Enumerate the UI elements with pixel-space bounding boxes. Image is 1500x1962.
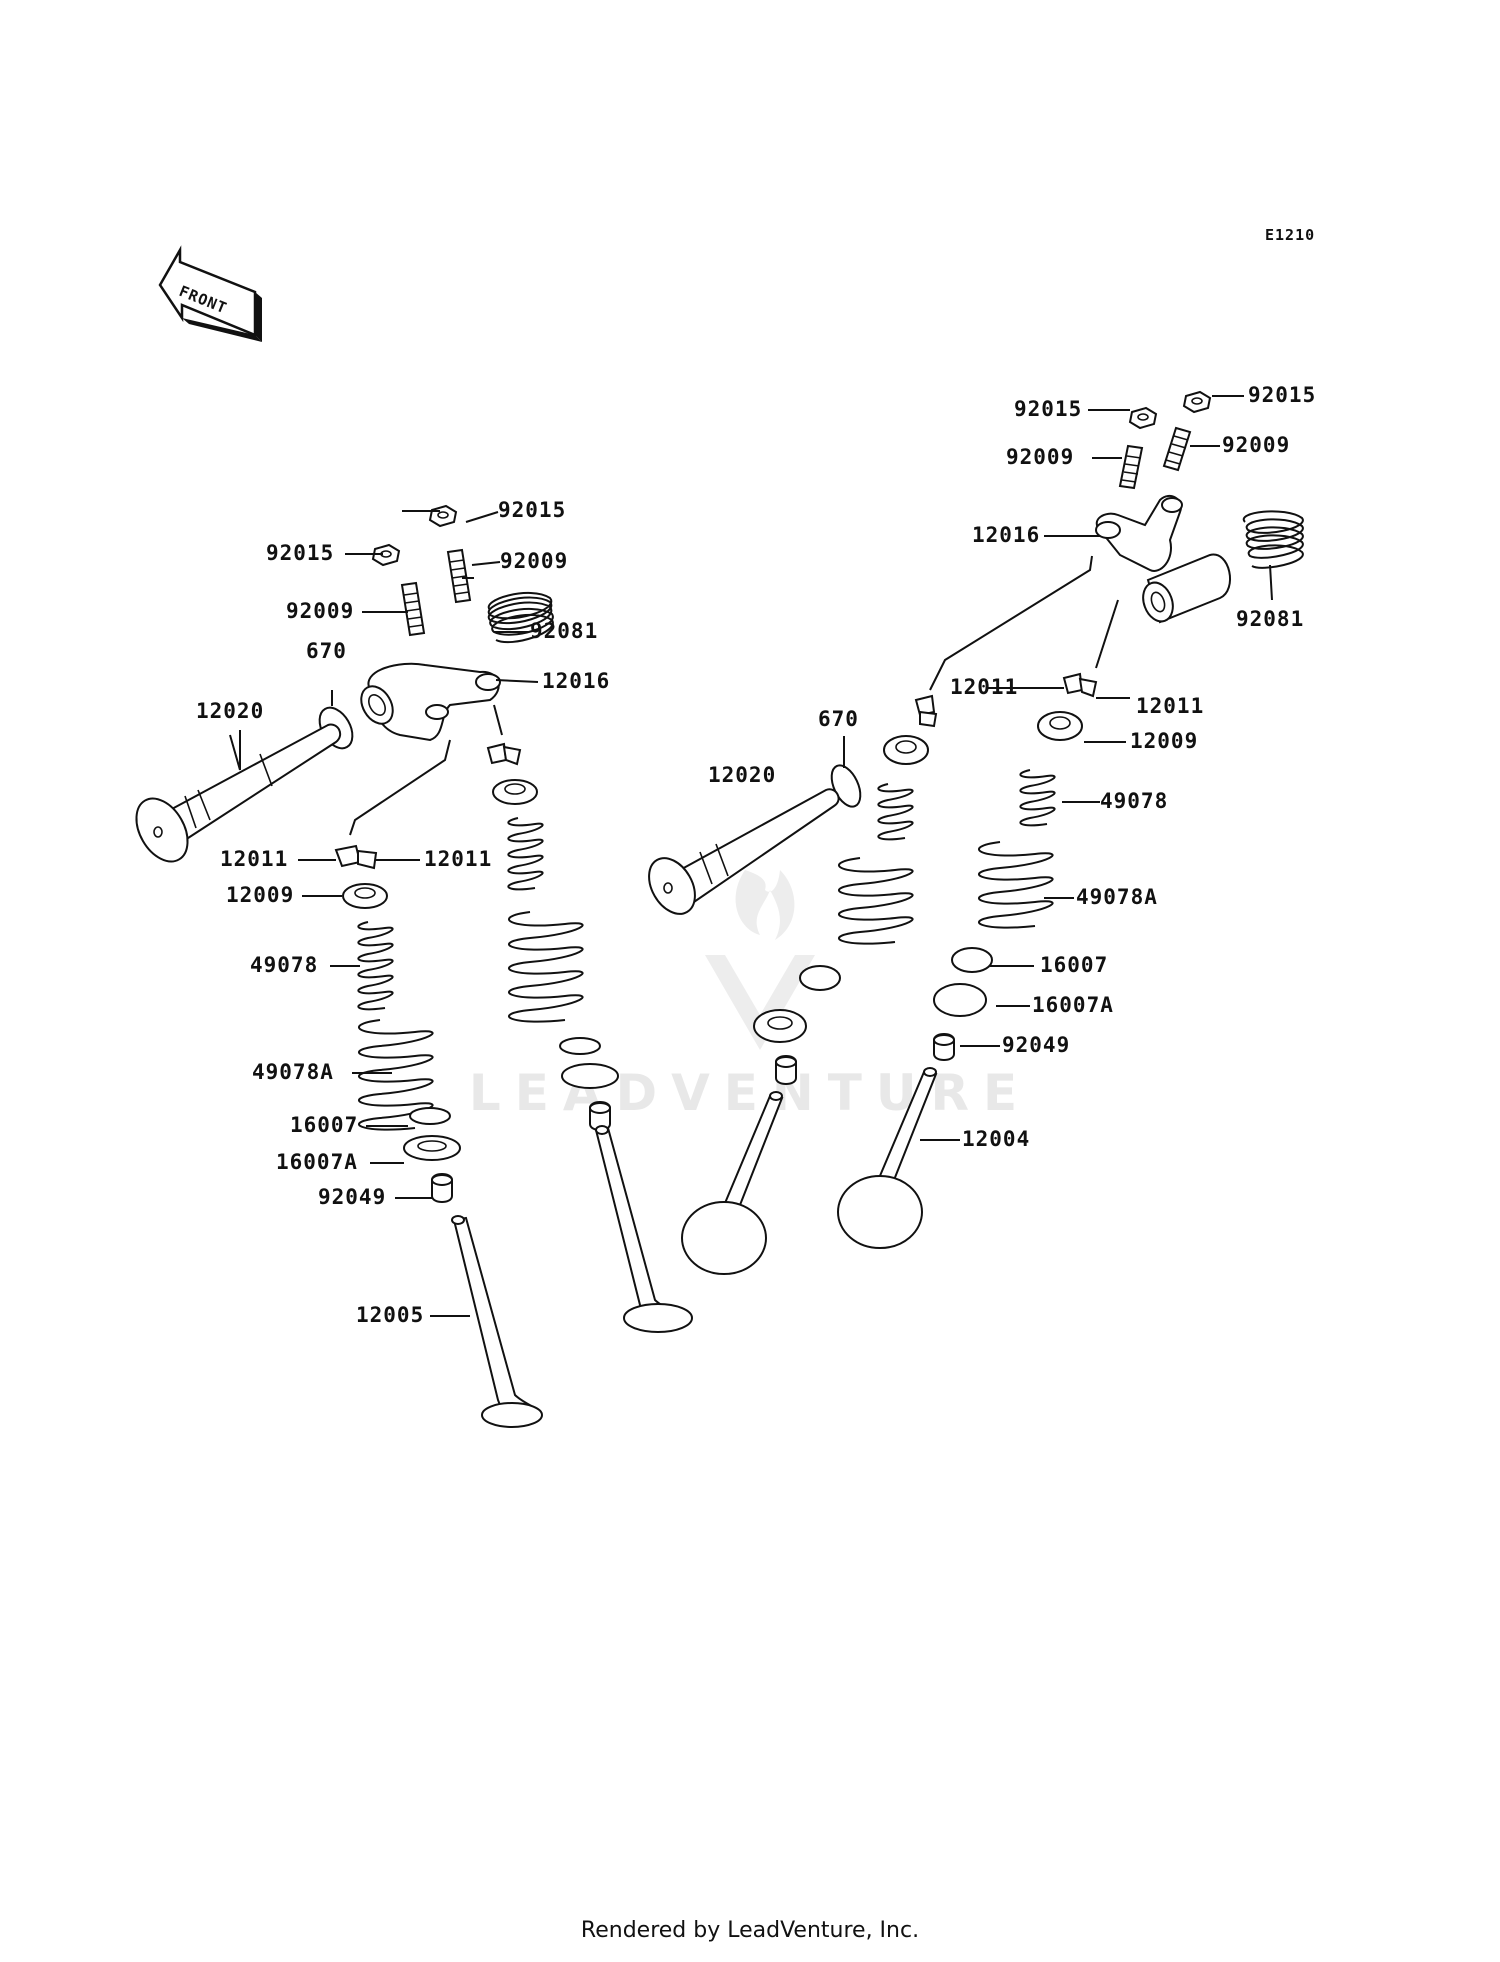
spring-seat-icon	[561, 1063, 619, 1089]
left-valve-assembly: 92015 92015 92009 92009 92081 670 12016 …	[135, 498, 693, 1428]
front-arrow-icon: FRONT	[158, 245, 262, 342]
retainer-icon	[1037, 711, 1083, 741]
retainer-icon	[492, 779, 538, 805]
oil-seal-icon	[933, 1033, 955, 1061]
valve-icon	[837, 1067, 938, 1249]
oil-seal-icon	[775, 1055, 797, 1085]
nut-icon	[428, 504, 458, 528]
outer-spring-icon	[507, 911, 584, 1023]
torsion-spring-icon	[1242, 510, 1304, 569]
label-49078A: 49078A	[252, 1060, 334, 1084]
label-12011: 12011	[424, 847, 492, 871]
label-12004: 12004	[962, 1127, 1030, 1151]
label-92081: 92081	[530, 619, 598, 643]
label-16007A: 16007A	[276, 1150, 358, 1174]
nut-icon	[1128, 406, 1158, 430]
inner-spring-icon	[1019, 769, 1056, 827]
label-49078A: 49078A	[1076, 885, 1158, 909]
label-92015: 92015	[498, 498, 566, 522]
inner-spring-icon	[877, 783, 914, 841]
adjuster-screw-icon	[1162, 426, 1192, 472]
adjuster-screw-icon	[400, 581, 426, 637]
cotter-icon	[914, 694, 938, 728]
spring-seat-icon	[403, 1135, 461, 1161]
label-12009: 12009	[1130, 729, 1198, 753]
spring-seat-icon	[559, 1037, 601, 1055]
outer-spring-icon	[837, 857, 914, 945]
label-49078: 49078	[250, 953, 318, 977]
label-92015: 92015	[1248, 383, 1316, 407]
oil-seal-icon	[589, 1101, 611, 1131]
cotter-icon	[334, 844, 378, 870]
label-92009: 92009	[1006, 445, 1074, 469]
valve-icon	[451, 1215, 543, 1428]
label-12016: 12016	[542, 669, 610, 693]
oil-seal-icon	[431, 1173, 453, 1203]
diagram-code: E1210	[1265, 226, 1315, 244]
valve-icon	[681, 1091, 784, 1275]
rocker-shaft-icon	[135, 723, 342, 863]
inner-spring-icon	[507, 817, 544, 891]
label-12005: 12005	[356, 1303, 424, 1327]
label-92009: 92009	[500, 549, 568, 573]
valve-icon	[594, 1125, 693, 1333]
label-12011: 12011	[1136, 694, 1204, 718]
spring-seat-icon	[951, 947, 993, 973]
footer-credit: Rendered by LeadVenture, Inc.	[580, 1918, 920, 1943]
rocker-arm-icon	[1095, 494, 1232, 624]
nut-icon	[1182, 390, 1212, 414]
rocker-arm-icon	[360, 662, 501, 742]
retainer-icon	[342, 883, 388, 909]
retainer-icon	[883, 735, 929, 765]
label-49078: 49078	[1100, 789, 1168, 813]
spring-seat-icon	[753, 1009, 807, 1043]
outer-spring-icon	[977, 841, 1054, 929]
label-92081: 92081	[1236, 607, 1304, 631]
label-12020: 12020	[196, 699, 264, 723]
label-92015: 92015	[1014, 397, 1082, 421]
spring-seat-icon	[933, 983, 987, 1017]
label-16007A: 16007A	[1032, 993, 1114, 1017]
right-valve-assembly: 92015 92015 92009 92009 12016 92081 670 …	[648, 383, 1316, 1275]
torsion-spring-icon	[487, 591, 554, 644]
rocker-shaft-icon	[648, 788, 840, 915]
label-670: 670	[306, 639, 347, 663]
label-12020: 12020	[708, 763, 776, 787]
label-670: 670	[818, 707, 859, 731]
label-16007: 16007	[290, 1113, 358, 1137]
label-92009: 92009	[1222, 433, 1290, 457]
label-16007: 16007	[1040, 953, 1108, 977]
inner-spring-icon	[357, 921, 394, 1011]
label-12011: 12011	[220, 847, 288, 871]
label-92009: 92009	[286, 599, 354, 623]
label-92015: 92015	[266, 541, 334, 565]
label-92049: 92049	[318, 1185, 386, 1209]
label-12009: 12009	[226, 883, 294, 907]
adjuster-screw-icon	[1118, 444, 1144, 490]
watermark-text: LEADVENTURE	[469, 1064, 1031, 1122]
nut-icon	[371, 543, 401, 567]
label-12011: 12011	[950, 675, 1018, 699]
label-92049: 92049	[1002, 1033, 1070, 1057]
label-12016: 12016	[972, 523, 1040, 547]
spring-seat-icon	[799, 965, 841, 991]
cotter-icon	[1062, 672, 1098, 698]
spring-seat-icon	[409, 1107, 451, 1125]
adjuster-screw-icon	[446, 548, 472, 604]
cotter-icon	[486, 742, 522, 766]
